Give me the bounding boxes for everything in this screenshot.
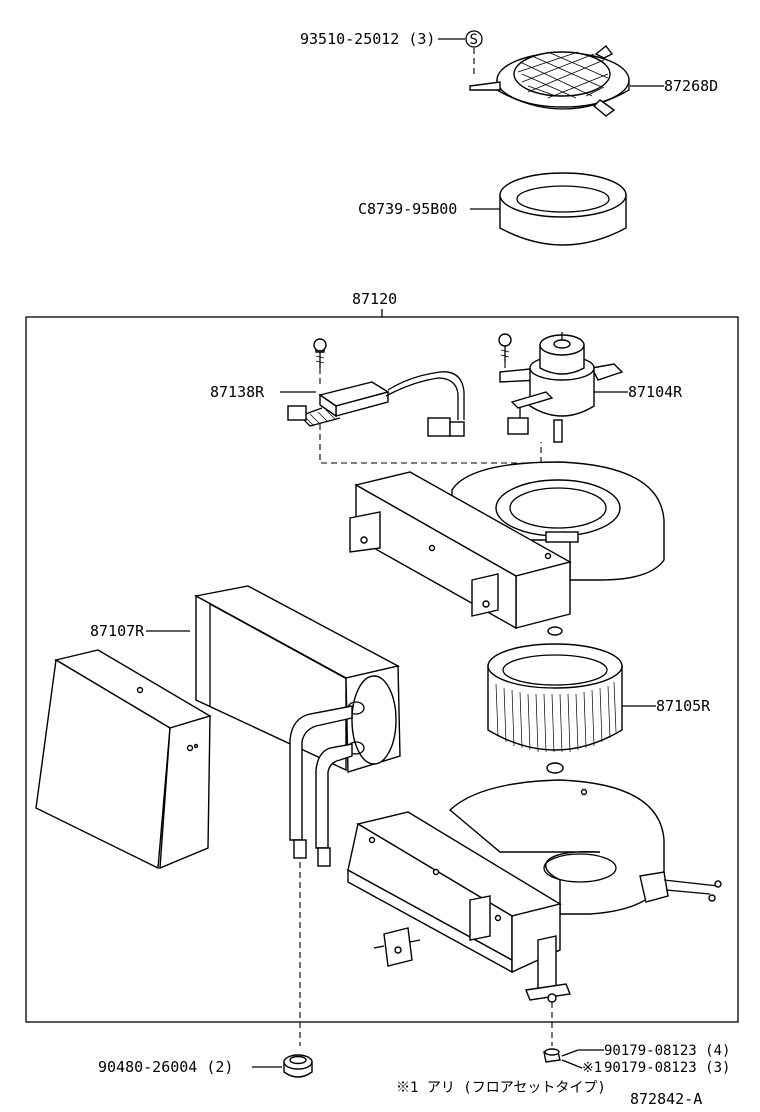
resistor-part-number: 87138R — [210, 383, 265, 401]
fan-part-number: 87105R — [656, 697, 711, 715]
nut-part-mark: ※1 — [582, 1060, 602, 1076]
mesh-grid — [517, 51, 609, 99]
screw-part-number: 93510-25012 (3) — [300, 30, 435, 48]
assembly-frame: 87120 — [25, 290, 739, 1023]
ring-part: C8739-95B00 — [358, 172, 627, 246]
diagram-code: 872842-A — [630, 1090, 702, 1108]
footnote: ※1 アリ (フロアセットタイプ) — [396, 1080, 606, 1096]
fan-blades — [495, 681, 617, 753]
screw-label-group: 93510-25012 (3) S — [300, 30, 483, 78]
lower-blower-case — [347, 779, 722, 1046]
motor-part-number: 87104R — [628, 383, 683, 401]
nut-part-number-a: 90179-08123 (4) — [604, 1043, 730, 1059]
screw-symbol: S — [470, 32, 478, 48]
nut-parts: 90179-08123 (4) ※1 90179-08123 (3) — [543, 1043, 730, 1076]
upper-blower-case — [349, 461, 665, 630]
resistor-part: 87138R — [210, 338, 542, 464]
filter-cover-part-number: 87268D — [664, 77, 718, 95]
fan-part: 87105R — [487, 626, 711, 774]
assembly-part-number: 87120 — [352, 290, 397, 308]
grommet-part-number: 90480-26004 (2) — [98, 1058, 233, 1076]
evaporator-part-number: 87107R — [90, 622, 145, 640]
evaporator-part: 87107R — [90, 585, 401, 1046]
ring-part-number: C8739-95B00 — [358, 200, 457, 218]
nut-part-number-b: 90179-08123 (3) — [604, 1060, 730, 1076]
cover-panel — [35, 649, 212, 870]
grommet-part: 90480-26004 (2) — [98, 1054, 313, 1078]
filter-cover: 87268D — [469, 45, 718, 117]
motor-part: 87104R — [498, 332, 683, 443]
s-symbol-icon — [465, 30, 483, 48]
